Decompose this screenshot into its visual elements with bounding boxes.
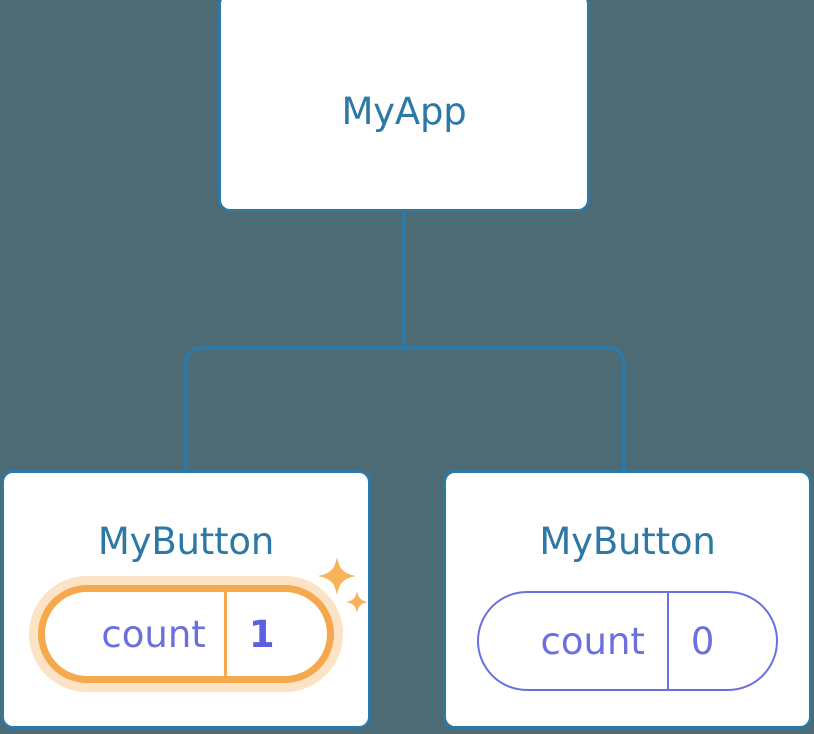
node-myapp-title: MyApp xyxy=(341,90,467,133)
state-pill-left-wrap: count 1 xyxy=(4,585,368,683)
node-myapp[interactable]: MyApp xyxy=(218,0,590,212)
state-pill-left[interactable]: count 1 xyxy=(38,585,334,683)
state-pill-left-value: 1 xyxy=(223,592,327,676)
state-pill-left-key: count xyxy=(101,612,206,656)
connector-branch-left xyxy=(184,346,404,472)
node-mybutton-right[interactable]: MyButton count 0 xyxy=(443,470,812,729)
state-pill-right-key: count xyxy=(540,619,645,663)
node-mybutton-right-title: MyButton xyxy=(539,520,716,563)
node-mybutton-left[interactable]: MyButton count 1 xyxy=(1,470,371,729)
state-pill-right-wrap: count 0 xyxy=(446,591,809,691)
state-pill-right[interactable]: count 0 xyxy=(476,591,779,691)
connector-branch-right xyxy=(404,346,626,472)
state-pill-right-value: 0 xyxy=(666,593,777,689)
node-mybutton-left-title: MyButton xyxy=(97,520,275,563)
